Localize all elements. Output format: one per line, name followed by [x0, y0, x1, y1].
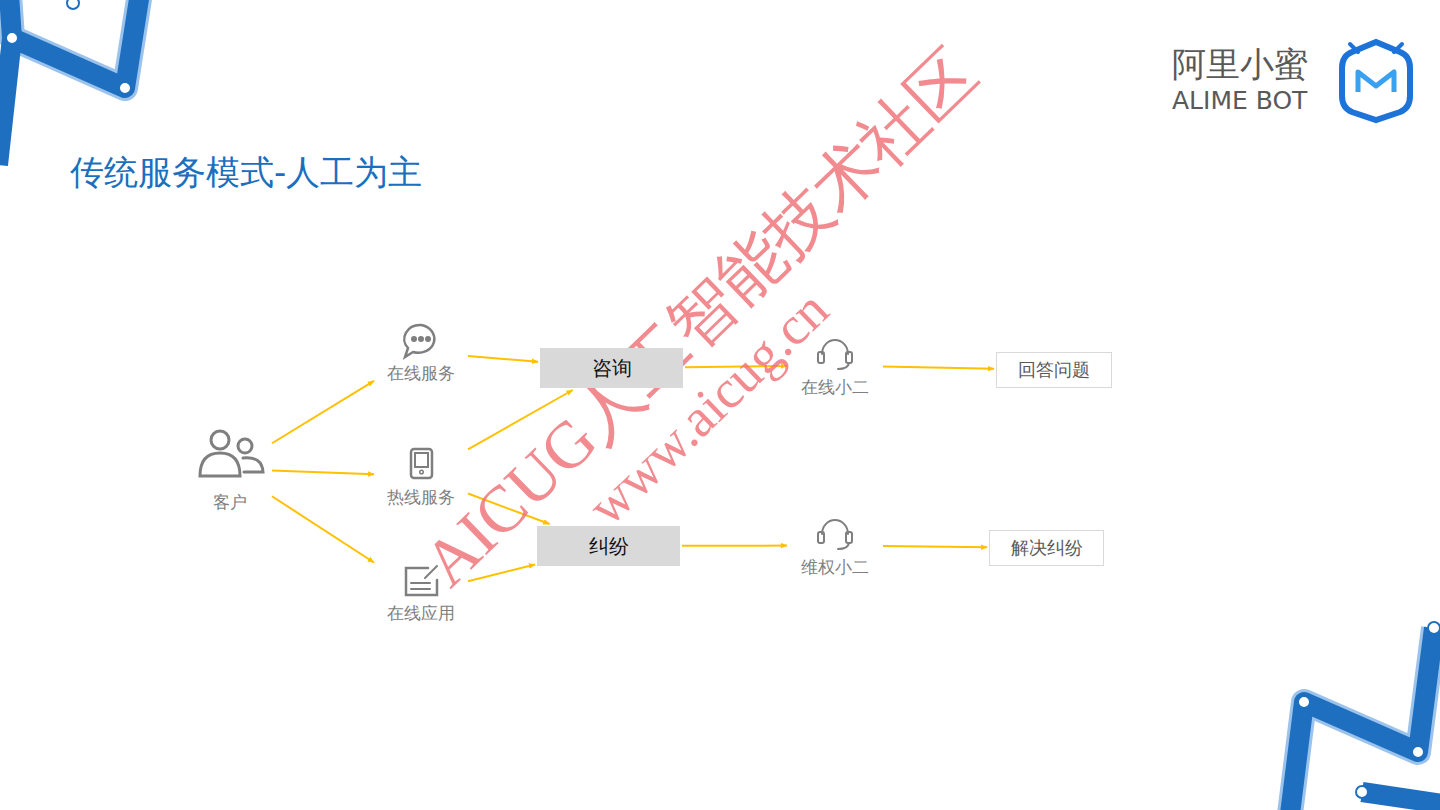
chat-icon	[404, 325, 434, 357]
chat-icon	[413, 338, 416, 341]
node-text: 在线应用	[387, 602, 455, 624]
ornament-joint	[6, 32, 18, 44]
agent-node: 在线小二	[789, 333, 881, 398]
ornament-bar	[1362, 792, 1440, 805]
ornament-edge	[8, 0, 142, 88]
customer-node: 客户	[190, 425, 270, 513]
flow-arrow	[883, 546, 987, 547]
node-text: 客户	[213, 491, 247, 513]
node-text: 咨询	[592, 355, 632, 382]
ornament-joint	[1428, 622, 1440, 634]
node-text: 解决纠纷	[1011, 536, 1083, 560]
people-icon	[243, 458, 263, 472]
channel-node: 热线服务	[376, 444, 466, 508]
request-box: 纠纷	[537, 526, 680, 566]
agent-node: 维权小二	[789, 513, 881, 578]
flow-arrow	[272, 496, 374, 562]
ornament-joint	[1356, 786, 1368, 798]
corner-ornament	[1288, 622, 1440, 810]
headset-icon	[838, 363, 849, 369]
ornament-bar	[0, 38, 12, 165]
watermark: AICUG人工智能技术社区	[404, 30, 997, 607]
node-text: 回答问题	[1018, 358, 1090, 382]
headset-icon	[818, 532, 824, 543]
channel-node: 在线服务	[376, 320, 466, 384]
node-text: 在线服务	[387, 362, 455, 384]
phone-icon	[420, 470, 424, 474]
channel-node: 在线应用	[376, 562, 466, 624]
form-icon	[411, 588, 430, 590]
result-box: 解决纠纷	[989, 530, 1104, 566]
flow-arrow	[468, 356, 538, 362]
logo-ear	[1350, 44, 1358, 52]
ornament-bar	[8, 0, 142, 88]
people-icon	[211, 431, 229, 449]
slide-title: 传统服务模式-人工为主	[70, 150, 422, 196]
chat-icon	[420, 338, 423, 341]
node-text: 纠纷	[589, 533, 629, 560]
node-text: 维权小二	[801, 556, 869, 578]
headset-icon	[818, 352, 824, 363]
logo-ear	[1394, 44, 1402, 52]
phone-icon	[411, 449, 432, 478]
node-text: 热线服务	[387, 486, 455, 508]
ornament-bar	[1288, 628, 1434, 810]
people-icon	[238, 439, 252, 453]
ornament-joint	[67, 0, 79, 9]
flow-arrow	[682, 545, 787, 547]
headset-icon	[838, 543, 849, 549]
people-icon	[200, 453, 240, 476]
result-box: 回答问题	[996, 352, 1112, 388]
logo-name: 阿里小蜜	[1172, 42, 1308, 88]
form-icon	[411, 582, 430, 584]
headset-icon	[822, 520, 848, 534]
chat-icon	[427, 338, 430, 341]
corner-ornament	[0, 0, 142, 165]
headset-icon	[846, 532, 852, 543]
ornament-edge	[1288, 628, 1434, 810]
logo-mark	[1342, 42, 1410, 120]
request-box: 咨询	[540, 348, 683, 388]
phone-icon	[415, 453, 428, 467]
flow-arrow	[272, 381, 374, 443]
headset-icon	[822, 340, 848, 354]
node-text: 在线小二	[801, 376, 869, 398]
logo-m	[1358, 72, 1394, 92]
logo-shield	[1342, 42, 1410, 120]
headset-icon	[846, 352, 852, 363]
flow-arrow	[883, 366, 994, 368]
ornament-joint	[119, 82, 131, 94]
flow-arrow	[272, 471, 374, 475]
ornament-joint	[1412, 746, 1424, 758]
logo-subname: ALIME BOT	[1172, 86, 1307, 115]
ornament-joint	[1298, 696, 1310, 708]
